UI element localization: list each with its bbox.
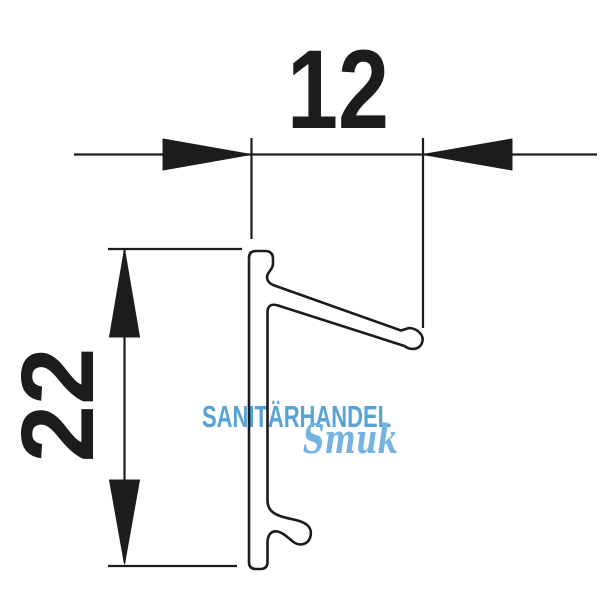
width-dimension-value: 12	[287, 27, 389, 152]
width-arrow-right-icon	[422, 138, 513, 171]
height-dimension-value: 22	[0, 348, 115, 463]
watermark-brand-text: SANITÄRHANDEL	[202, 399, 391, 434]
width-arrow-left-icon	[162, 138, 252, 171]
height-arrow-down-icon	[109, 479, 140, 565]
profile-outline	[247, 249, 424, 571]
watermark: SANITÄRHANDEL Smuk	[202, 399, 398, 463]
width-dimension: 12	[74, 27, 597, 328]
height-dimension: 22	[0, 247, 242, 568]
height-arrow-up-icon	[109, 248, 140, 338]
watermark-script-text: Smuk	[303, 416, 398, 463]
